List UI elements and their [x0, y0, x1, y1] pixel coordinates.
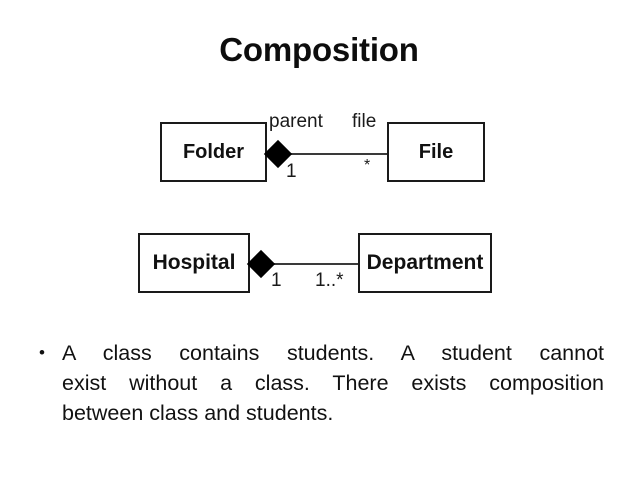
uml-class-box-hospital[interactable]: Hospital [138, 233, 250, 293]
role-label-parent: parent [269, 111, 323, 132]
uml-class-box-folder[interactable]: Folder [160, 122, 267, 182]
multiplicity-label-folder: 1 [286, 161, 297, 182]
uml-diagram-hospital-department: Hospital Department 1 1..* [138, 233, 492, 293]
association-line [264, 263, 362, 265]
uml-diagram-folder-file: Folder File parent file 1 * [0, 0, 638, 210]
page-title: Composition [219, 31, 419, 68]
bullet-line: A class contains students. A student can… [62, 341, 604, 365]
multiplicity-label-hospital: 1 [271, 270, 282, 291]
bullet-list: • A class contains students. A student c… [36, 338, 604, 428]
multiplicity-label-file: * [364, 157, 371, 174]
bullet-line: between class and students. [62, 401, 334, 425]
uml-class-box-department[interactable]: Department [358, 233, 492, 293]
list-item: • A class contains students. A student c… [36, 338, 604, 428]
bullet-line: exist without a class. There exists comp… [62, 371, 604, 395]
uml-class-name: Folder [182, 140, 245, 163]
role-label-file: file [352, 111, 377, 132]
uml-class-name: File [418, 140, 454, 163]
uml-class-name: Department [366, 251, 484, 274]
uml-class-name: Hospital [152, 251, 236, 274]
bullet-paragraph: A class contains students. A student can… [62, 338, 604, 428]
uml-class-box-file[interactable]: File [387, 122, 485, 182]
bullet-glyph-icon: • [39, 343, 45, 362]
association-line [280, 153, 390, 155]
multiplicity-label-department: 1..* [315, 270, 344, 291]
